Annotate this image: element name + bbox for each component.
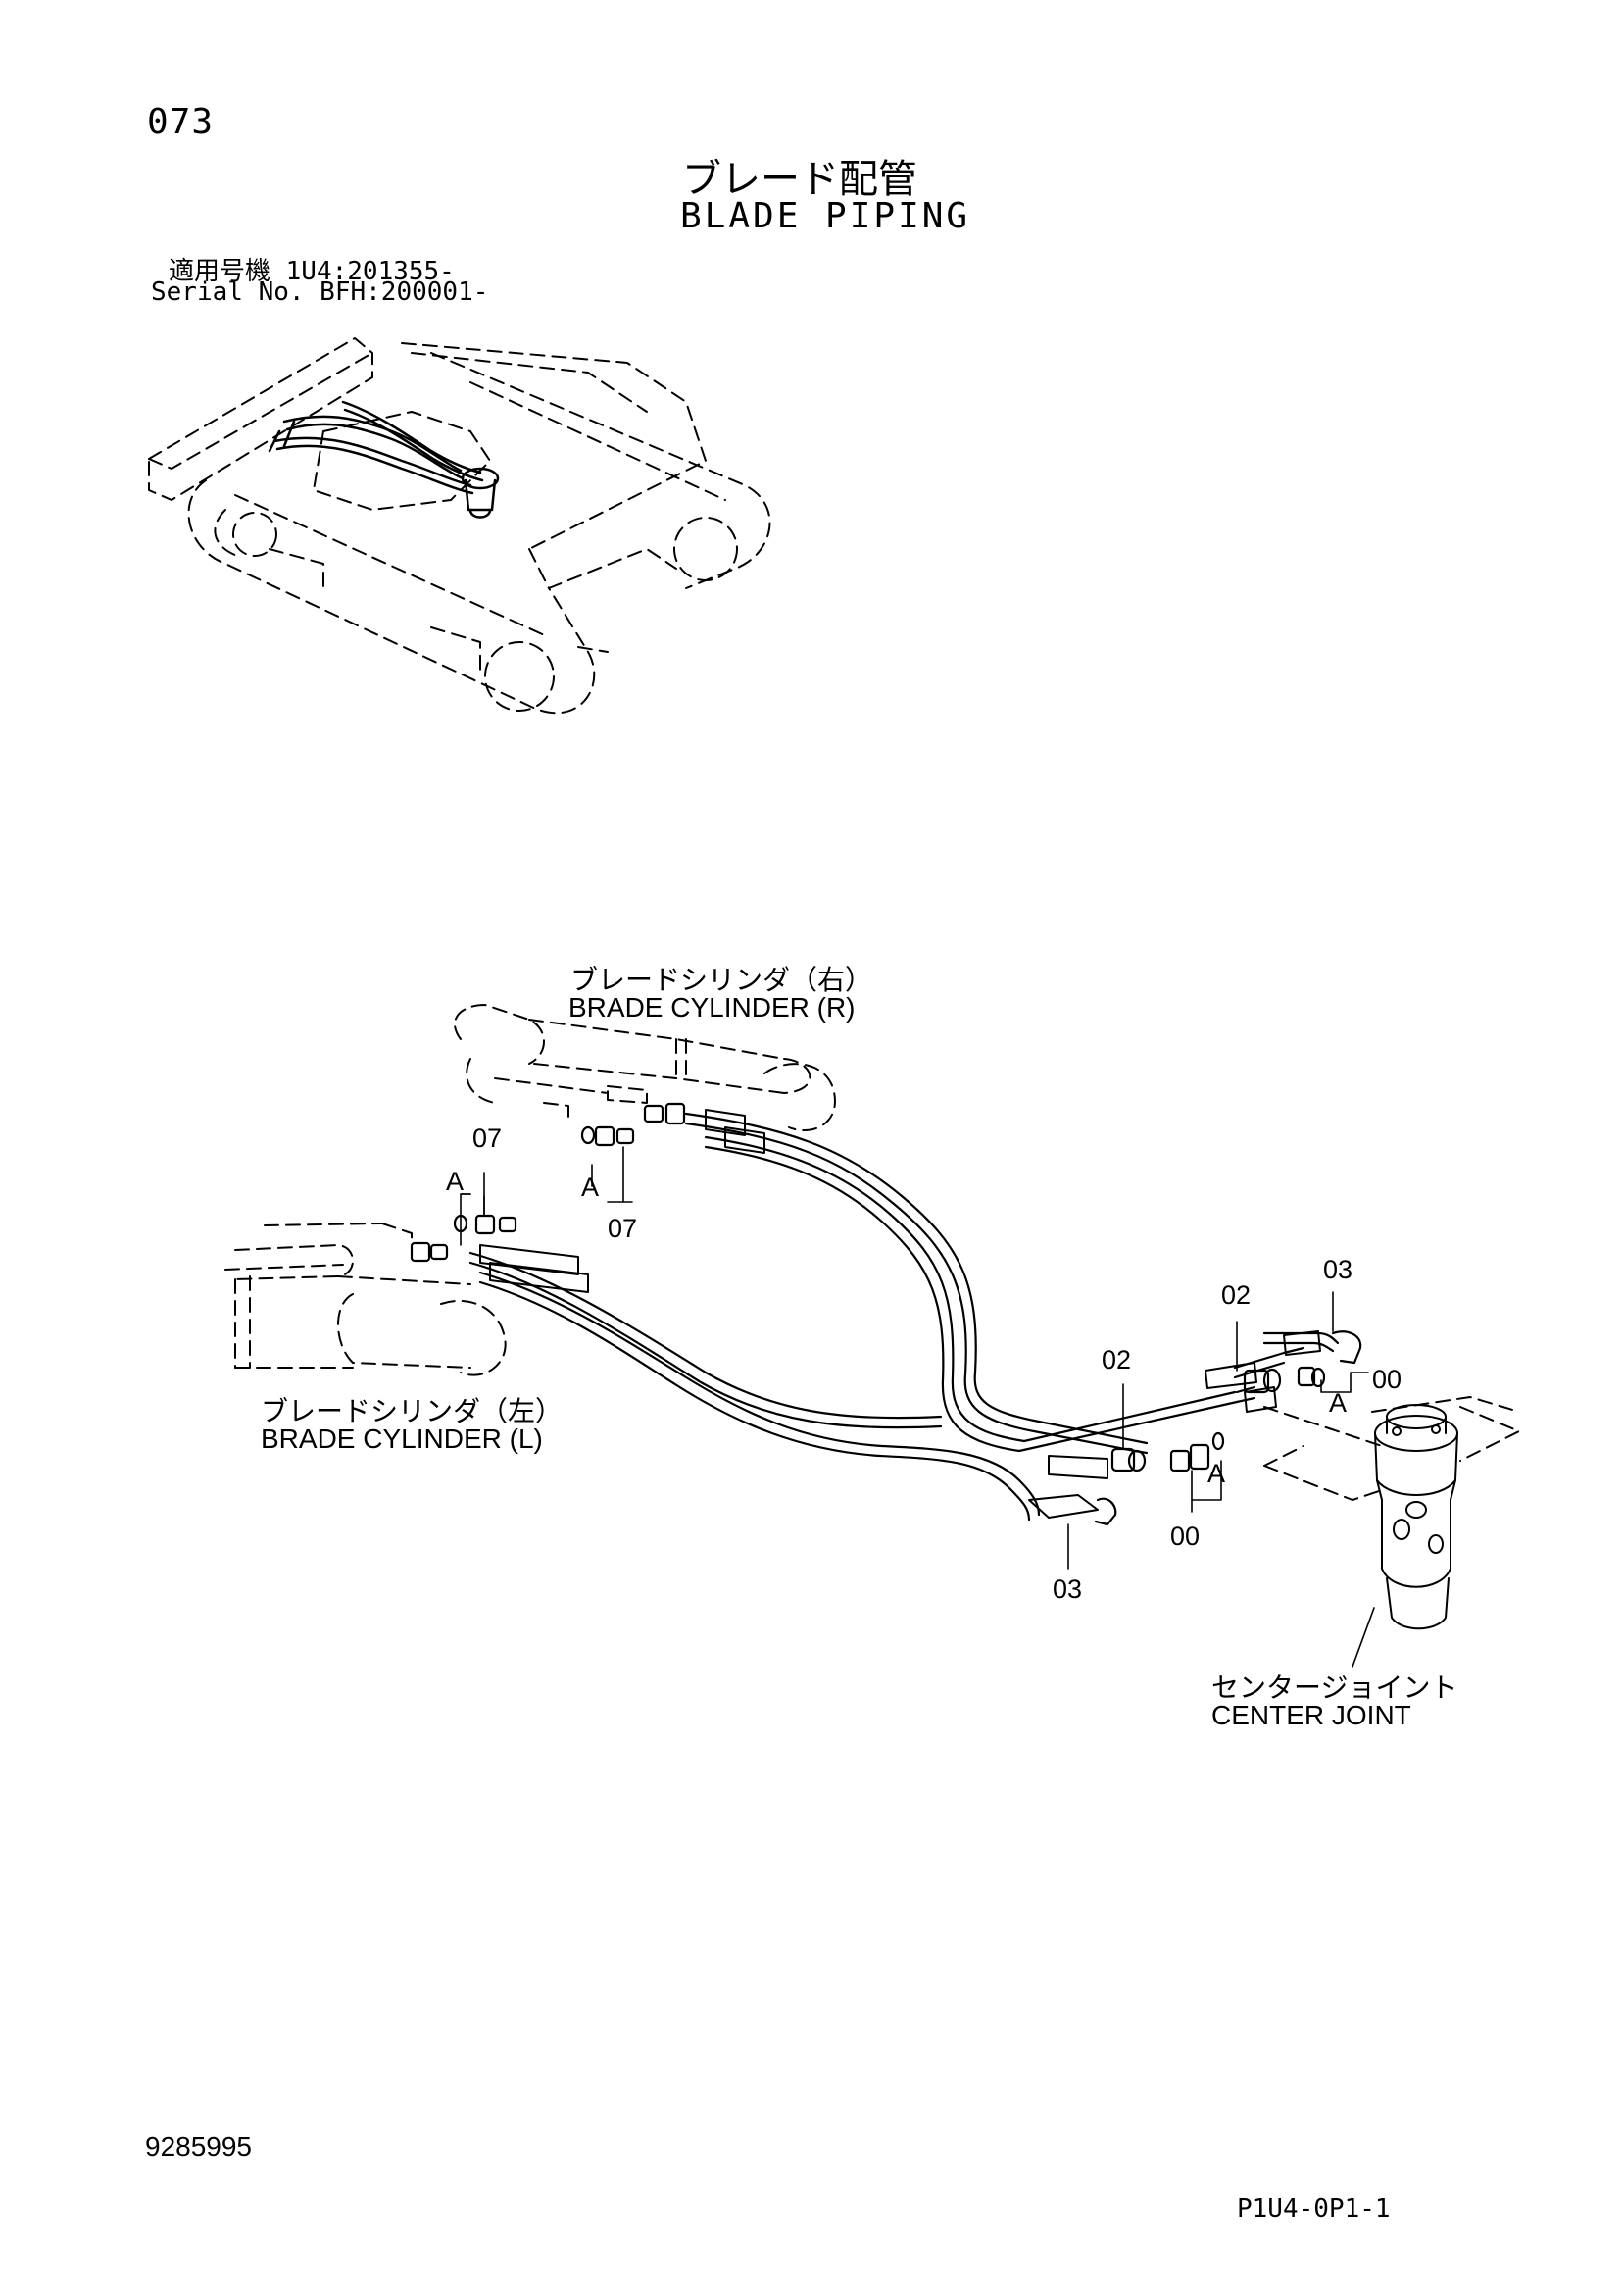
hose-sleeves [479, 1109, 1321, 1519]
callout-07-lower: 07 [608, 1214, 638, 1243]
title-english: BLADE PIPING [680, 196, 971, 236]
callout-03-right: 03 [1323, 1255, 1353, 1284]
title-japanese: ブレード配管 [682, 157, 917, 202]
callout-02-right: 02 [1221, 1280, 1252, 1310]
callout-a-left: A [446, 1167, 465, 1196]
callout-03-bottom: 03 [1053, 1574, 1083, 1604]
main-hoses [468, 1112, 1340, 1522]
cylinder-right-outline [454, 1004, 836, 1132]
label-center-joint-en: CENTER JOINT [1211, 1700, 1411, 1730]
page-number: 073 [147, 102, 215, 142]
overview-undercarriage [148, 337, 771, 715]
overview-hoses [268, 400, 500, 519]
callout-07-upper: 07 [472, 1123, 503, 1153]
label-cylinder-right-en: BRADE CYLINDER (R) [568, 992, 856, 1023]
label-cylinder-left-en: BRADE CYLINDER (L) [261, 1423, 543, 1454]
callout-a-middle: A [581, 1173, 600, 1202]
fittings-center [1094, 1330, 1362, 1526]
callout-00-right: 00 [1372, 1365, 1402, 1394]
footer-reference: P1U4-0P1-1 [1237, 2194, 1391, 2223]
callout-a-bottom: A [1207, 1459, 1226, 1488]
footer-part-code: 9285995 [145, 2131, 253, 2162]
label-center-joint-jp: センタージョイント [1211, 1672, 1458, 1703]
serial-applicable-jp: 適用号機 1U4:201355- [169, 257, 455, 286]
callout-00-bottom: 00 [1170, 1522, 1201, 1551]
fittings-cylinder [410, 1102, 686, 1263]
leader-lines [460, 1146, 1375, 1668]
callout-02-left: 02 [1102, 1345, 1132, 1374]
callout-a-right: A [1329, 1388, 1348, 1418]
center-joint [1374, 1404, 1458, 1630]
label-cylinder-left-jp: ブレードシリンダ（左） [261, 1396, 564, 1426]
label-cylinder-right-jp: ブレードシリンダ（右） [570, 965, 873, 995]
serial-number-en: Serial No. BFH:200001- [151, 277, 489, 307]
center-joint-box [1263, 1396, 1520, 1501]
cylinder-left-outline [224, 1223, 507, 1376]
